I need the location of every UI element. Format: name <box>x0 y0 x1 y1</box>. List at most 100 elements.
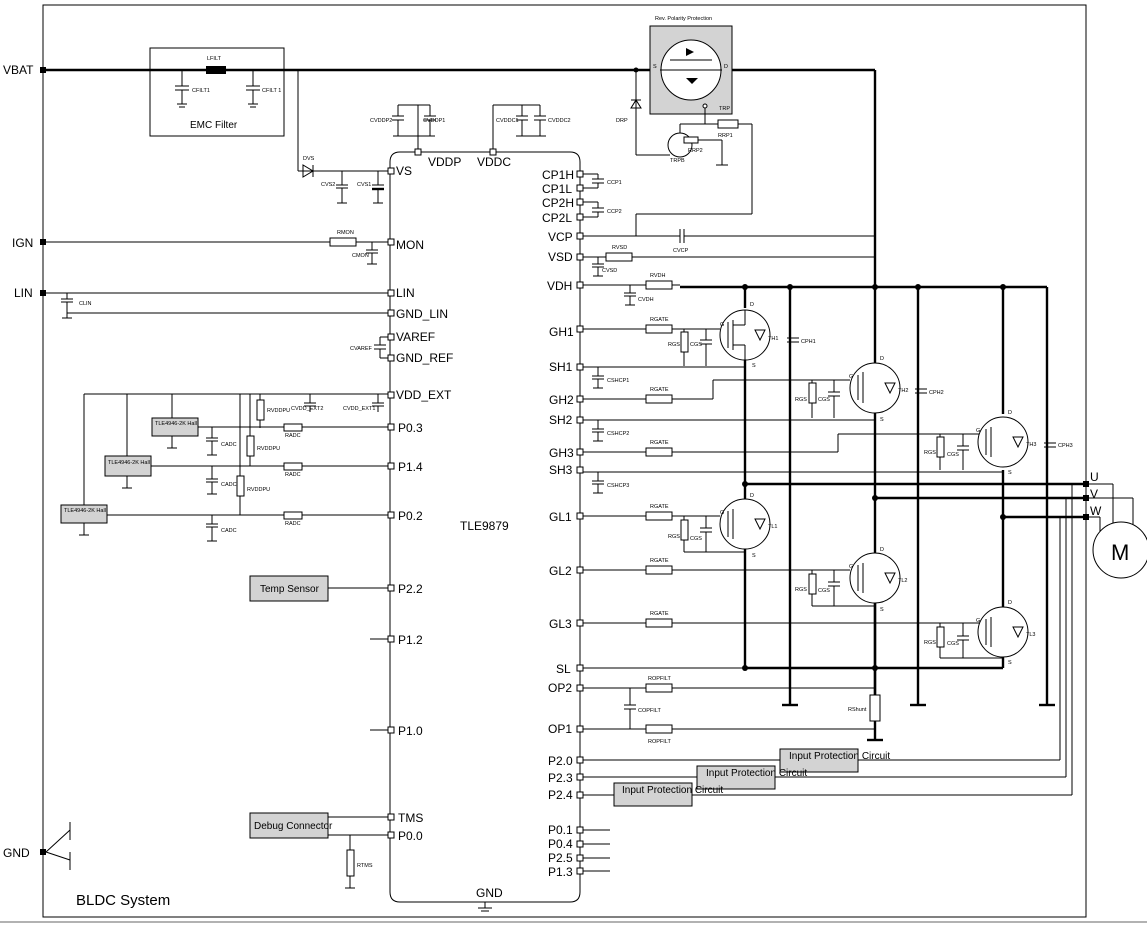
svg-text:RGATE: RGATE <box>650 387 669 393</box>
svg-text:RGATE: RGATE <box>650 440 669 446</box>
svg-text:GH1: GH1 <box>549 325 574 339</box>
svg-text:TH3: TH3 <box>1026 442 1036 448</box>
lfilt-inductor <box>206 66 226 74</box>
svg-text:CCP2: CCP2 <box>607 209 622 215</box>
svg-text:DRP: DRP <box>616 118 628 124</box>
svg-text:CVDDC1: CVDDC1 <box>496 118 519 124</box>
emc-filter-label: EMC Filter <box>190 120 238 131</box>
svg-text:RGS: RGS <box>795 587 807 593</box>
svg-text:VDD_EXT: VDD_EXT <box>396 388 452 402</box>
svg-text:TLE4946-2K Hall: TLE4946-2K Hall <box>155 421 197 427</box>
rshunt-resistor <box>869 694 881 722</box>
svg-text:TMS: TMS <box>398 811 423 825</box>
svg-text:VDDP: VDDP <box>428 155 461 169</box>
svg-text:CSHCP3: CSHCP3 <box>607 483 629 489</box>
left-pins: VS MON LIN GND_LIN VAREF GND_REF VDD_EXT… <box>387 164 453 843</box>
svg-text:VAREF: VAREF <box>396 330 435 344</box>
svg-text:CVDH: CVDH <box>638 297 654 303</box>
svg-text:P2.3: P2.3 <box>548 771 573 785</box>
svg-text:CVCP: CVCP <box>673 248 689 254</box>
svg-text:DVS: DVS <box>303 156 315 162</box>
svg-text:D: D <box>1008 600 1012 606</box>
svg-text:CLIN: CLIN <box>79 301 92 307</box>
svg-text:D: D <box>880 547 884 553</box>
lin-label: LIN <box>14 286 33 300</box>
dvs-diode <box>302 164 314 178</box>
svg-text:CP2L: CP2L <box>542 211 572 225</box>
svg-text:Input Protection Circuit: Input Protection Circuit <box>622 785 723 796</box>
svg-text:SH2: SH2 <box>549 413 573 427</box>
svg-text:CPH1: CPH1 <box>801 339 816 345</box>
chip-name: TLE9879 <box>460 519 509 533</box>
svg-text:LIN: LIN <box>396 286 415 300</box>
temp-sensor-box <box>249 575 329 602</box>
svg-text:RTMS: RTMS <box>357 863 373 869</box>
svg-text:RGS: RGS <box>795 397 807 403</box>
svg-text:GH3: GH3 <box>549 446 574 460</box>
svg-text:Rev. Polarity Protection: Rev. Polarity Protection <box>655 16 712 22</box>
ign-label: IGN <box>12 236 33 250</box>
svg-text:RVDDPU: RVDDPU <box>257 446 280 452</box>
input-protection-3 <box>613 782 693 807</box>
svg-text:CGS: CGS <box>818 588 830 594</box>
svg-text:P2.5: P2.5 <box>548 851 573 865</box>
svg-text:GND_REF: GND_REF <box>396 351 453 365</box>
svg-text:RGS: RGS <box>924 450 936 456</box>
debug-connector-box <box>249 812 329 839</box>
svg-text:U: U <box>1090 470 1099 484</box>
svg-text:P2.2: P2.2 <box>398 582 423 596</box>
svg-text:CADC: CADC <box>221 482 237 488</box>
svg-text:TH1: TH1 <box>768 336 778 342</box>
svg-text:RRP1: RRP1 <box>718 133 733 139</box>
svg-text:GND_LIN: GND_LIN <box>396 307 448 321</box>
svg-text:G: G <box>849 374 853 380</box>
svg-text:CSHCP1: CSHCP1 <box>607 378 629 384</box>
svg-text:CVAREF: CVAREF <box>350 346 373 352</box>
svg-text:CPH2: CPH2 <box>929 390 944 396</box>
svg-text:RGS: RGS <box>668 342 680 348</box>
svg-text:D: D <box>750 493 754 499</box>
svg-text:P1.4: P1.4 <box>398 460 423 474</box>
svg-text:TRP: TRP <box>719 106 730 112</box>
svg-text:G: G <box>720 322 724 328</box>
svg-text:CGS: CGS <box>947 452 959 458</box>
svg-text:RRP2: RRP2 <box>688 148 703 154</box>
svg-text:G: G <box>976 618 980 624</box>
svg-text:P2.0: P2.0 <box>548 754 573 768</box>
motor <box>1092 521 1147 579</box>
svg-text:SH1: SH1 <box>549 360 573 374</box>
svg-text:MON: MON <box>396 238 424 252</box>
svg-text:S: S <box>752 363 756 369</box>
svg-text:RVDH: RVDH <box>650 273 666 279</box>
svg-text:CGS: CGS <box>690 342 702 348</box>
svg-text:P0.3: P0.3 <box>398 421 423 435</box>
svg-text:Temp Sensor: Temp Sensor <box>260 584 320 595</box>
svg-text:G: G <box>849 564 853 570</box>
svg-text:P0.1: P0.1 <box>548 823 573 837</box>
svg-text:RADC: RADC <box>285 472 301 478</box>
svg-text:CMON: CMON <box>352 253 369 259</box>
svg-text:RGATE: RGATE <box>650 558 669 564</box>
svg-text:CVDDP2: CVDDP2 <box>370 118 392 124</box>
svg-text:CGS: CGS <box>690 536 702 542</box>
svg-text:CP1L: CP1L <box>542 182 572 196</box>
right-pins: CP1H CP1L CP2H CP2L VCP VSD VDH GH1 SH1 … <box>542 168 584 879</box>
svg-text:CGS: CGS <box>818 397 830 403</box>
svg-text:RADC: RADC <box>285 433 301 439</box>
svg-text:VDDC: VDDC <box>477 155 511 169</box>
input-protection-2 <box>696 765 776 790</box>
svg-text:OP2: OP2 <box>548 681 572 695</box>
svg-text:S: S <box>752 553 756 559</box>
svg-text:P1.3: P1.3 <box>548 865 573 879</box>
svg-text:SH3: SH3 <box>549 463 573 477</box>
svg-text:RADC: RADC <box>285 521 301 527</box>
svg-text:TL2: TL2 <box>898 578 907 584</box>
svg-text:RVDDPU: RVDDPU <box>247 487 270 493</box>
svg-text:RMON: RMON <box>337 230 354 236</box>
svg-text:RGATE: RGATE <box>650 611 669 617</box>
svg-text:CVDDC2: CVDDC2 <box>548 118 571 124</box>
svg-text:P1.0: P1.0 <box>398 724 423 738</box>
svg-text:SL: SL <box>556 662 571 676</box>
svg-text:RVSD: RVSD <box>612 245 627 251</box>
